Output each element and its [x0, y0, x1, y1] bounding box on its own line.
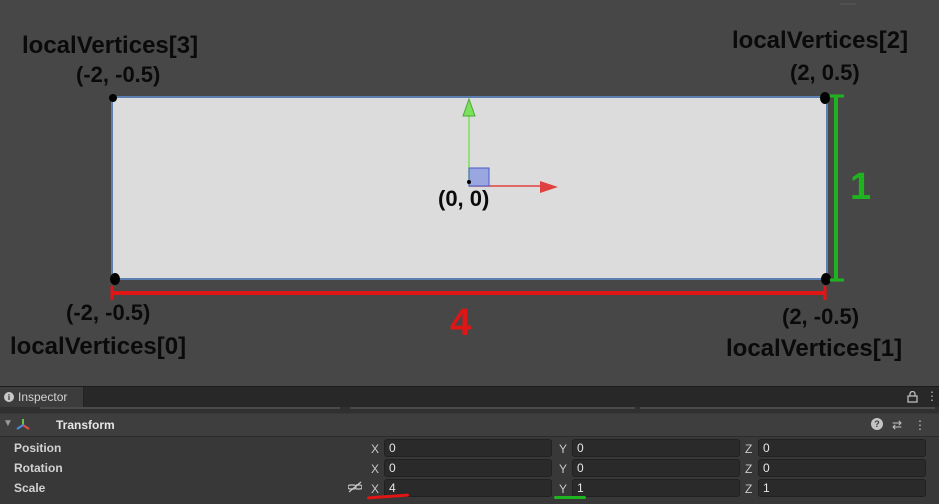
property-label: Position — [14, 441, 62, 455]
scene-view[interactable]: localVertices[3] (-2, -0.5) localVertice… — [0, 0, 939, 386]
vertex-3-name: localVertices[3] — [22, 32, 199, 59]
vertex-0-coords: (-2, -0.5) — [66, 300, 151, 325]
lock-icon[interactable] — [907, 391, 918, 403]
rotation-z-field[interactable]: 0 — [758, 459, 926, 477]
vertex-3-dot — [109, 94, 117, 102]
rotation-x-field[interactable]: 0 — [384, 459, 552, 477]
vertex-0-name: localVertices[0] — [10, 333, 187, 360]
property-row-position: Position X 0 Y 0 Z 0 — [0, 438, 939, 458]
axis-label-z[interactable]: Z — [745, 462, 753, 476]
component-title: Transform — [56, 418, 115, 432]
fold-arrow-icon[interactable]: ▼ — [3, 418, 13, 429]
vertex-0-dot — [110, 273, 120, 285]
move-gizmo-icon[interactable] — [462, 97, 558, 193]
transform-component-header[interactable]: ▼ Transform ? ⇄ ⋮ — [0, 414, 939, 437]
vertex-1-dot — [821, 273, 831, 285]
vertex-1-coords: (2, -0.5) — [782, 304, 860, 329]
axis-label-x[interactable]: X — [371, 482, 380, 496]
axis-label-x[interactable]: X — [371, 442, 380, 456]
axis-label-z[interactable]: Z — [745, 442, 753, 456]
more-options-icon[interactable]: ⋮ — [926, 389, 938, 403]
tab-inspector-label: Inspector — [18, 390, 68, 404]
position-z-field[interactable]: 0 — [758, 439, 926, 457]
vertex-2-coords: (2, 0.5) — [790, 60, 860, 85]
scale-y-field[interactable]: 1 — [572, 479, 740, 497]
position-x-field[interactable]: 0 — [384, 439, 552, 457]
tab-inspector[interactable]: i Inspector — [0, 387, 84, 407]
help-icon[interactable]: ? — [871, 418, 883, 430]
constrain-proportions-icon[interactable] — [348, 480, 362, 494]
position-y-field[interactable]: 0 — [572, 439, 740, 457]
axis-label-y[interactable]: Y — [559, 462, 568, 476]
axis-label-x[interactable]: X — [371, 462, 380, 476]
component-menu-icon[interactable]: ⋮ — [914, 418, 926, 432]
height-label: 1 — [850, 166, 872, 208]
width-label: 4 — [450, 302, 472, 344]
rotation-y-field[interactable]: 0 — [572, 459, 740, 477]
scale-y-highlight — [554, 496, 586, 499]
axis-label-y[interactable]: Y — [559, 442, 568, 456]
inspector-header: i Inspector ⋮ — [0, 386, 939, 407]
scene-canvas — [109, 3, 856, 300]
property-label: Scale — [14, 481, 46, 495]
vertex-2-name: localVertices[2] — [732, 27, 909, 54]
vertex-3-coords: (-2, -0.5) — [76, 62, 161, 87]
info-icon: i — [4, 392, 14, 402]
transform-icon — [16, 419, 30, 430]
origin-label: (0, 0) — [438, 186, 490, 211]
inspector-panel: i Inspector ⋮ ▼ Transform ? ⇄ ⋮ Position… — [0, 386, 939, 504]
axis-label-z[interactable]: Z — [745, 482, 753, 496]
presets-icon[interactable]: ⇄ — [892, 418, 903, 432]
property-row-scale: Scale X 4 Y 1 Z 1 — [0, 478, 939, 500]
vertex-2-dot — [820, 92, 830, 104]
axis-label-y[interactable]: Y — [559, 482, 568, 496]
property-row-rotation: Rotation X 0 Y 0 Z 0 — [0, 458, 939, 478]
scale-x-field[interactable]: 4 — [384, 479, 552, 497]
scale-z-field[interactable]: 1 — [758, 479, 926, 497]
vertex-1-name: localVertices[1] — [726, 335, 903, 362]
toolbar-separator — [0, 407, 939, 413]
property-label: Rotation — [14, 461, 63, 475]
